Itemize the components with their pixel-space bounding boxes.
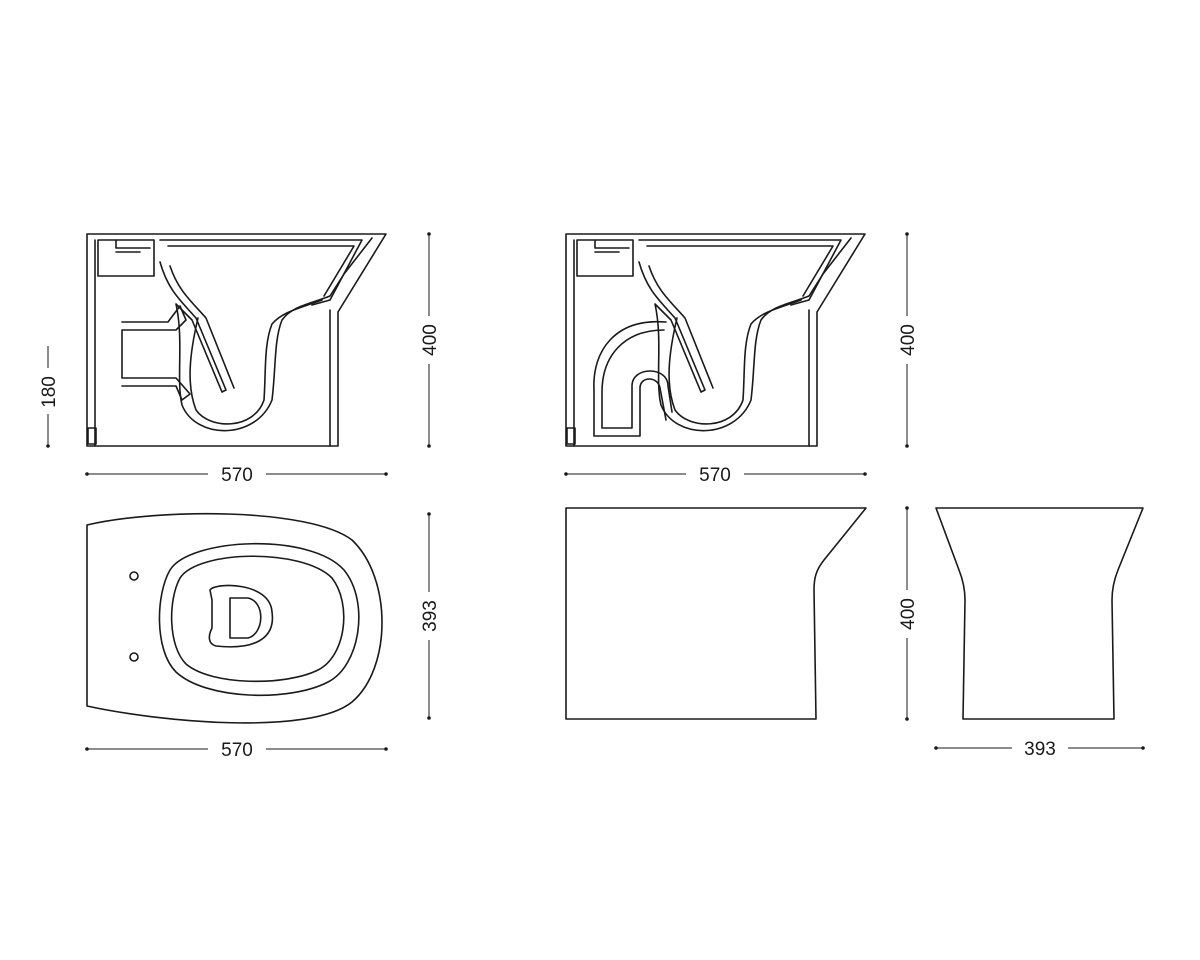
dimension-label-front-width-right: 570 [699,465,731,486]
dimension-outlet-height: 180 [39,346,60,448]
bowl-inner [169,265,323,425]
bowl-opening-inner [229,597,262,639]
section-view-horizontal-outlet [86,233,387,447]
cistern-inlet-detail [115,239,151,253]
seat-inner [170,555,345,683]
bowl-outer [638,237,852,432]
base-marker [566,427,576,445]
dimension-label-outlet-height: 180 [39,376,60,408]
hinge-hole-top [129,571,139,581]
dimension-label-side-height: 400 [898,598,919,630]
bowl-inner [648,265,802,425]
cistern-inlet-block [576,239,634,277]
cistern-inlet-detail [594,239,630,253]
side-view [565,507,867,720]
dimension-label-front-height-left: 400 [420,324,441,356]
base-marker [87,427,97,445]
bowl-opening [208,584,274,648]
plan-view [86,512,383,724]
hinge-hole-bottom [129,652,139,662]
rear-view [935,507,1144,720]
outlet-pipe-horizontal [121,305,191,401]
rim-line [159,239,363,306]
rim-line [638,239,842,306]
dimension-front-height-right: 400 [898,232,919,448]
section-outline [565,233,866,447]
dimension-label-plan-width: 570 [221,740,253,761]
dimension-plan-depth: 393 [420,512,441,720]
rim-inner [646,245,834,297]
dimension-label-front-height-right: 400 [898,324,919,356]
dimension-label-plan-depth: 393 [420,600,441,632]
rim-inner [167,245,355,297]
dimension-rear-width: 393 [934,739,1145,760]
bowl-outer [159,237,373,432]
cistern-inlet-block [97,239,155,277]
side-outline [565,507,867,720]
s-trap-outer [593,320,667,437]
dimension-label-rear-width: 393 [1024,739,1056,760]
dimension-side-height: 400 [898,506,919,721]
dimension-front-width-right: 570 [564,465,867,486]
section-view-floor-outlet [565,233,866,447]
dimension-plan-width: 570 [85,740,388,761]
rear-outline [935,507,1144,720]
dimension-front-width-left: 570 [85,465,388,486]
plan-outline [86,512,383,724]
seat-outer [158,542,360,697]
dimension-front-height-left: 400 [420,232,441,448]
s-trap-inner [601,329,673,429]
dimension-label-front-width-left: 570 [221,465,253,486]
section-outline [86,233,387,447]
